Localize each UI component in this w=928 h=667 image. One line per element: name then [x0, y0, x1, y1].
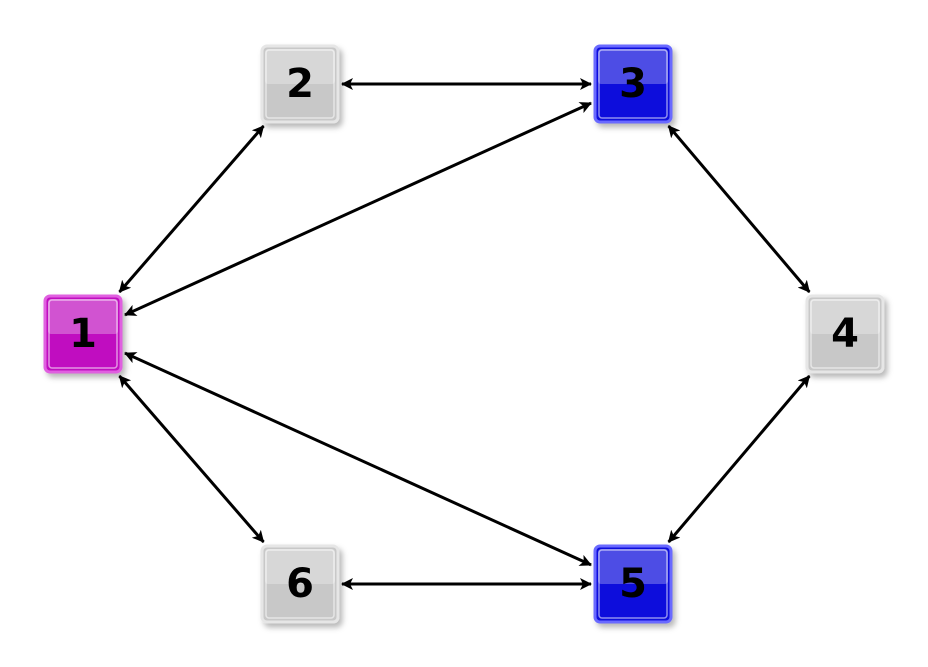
node-6: 6	[260, 544, 340, 624]
edge-3-4	[667, 125, 811, 293]
node-6-gloss	[265, 549, 335, 584]
node-4-gloss	[810, 299, 880, 334]
edge-1-2	[118, 125, 265, 293]
node-4-label: 4	[831, 311, 859, 357]
node-3-label: 3	[619, 61, 647, 107]
edges-layer	[118, 78, 811, 590]
nodes-layer: 1 2 3 4 5 6	[43, 44, 885, 624]
node-5: 5	[593, 544, 673, 624]
edge-4-5	[667, 375, 811, 543]
node-2: 2	[260, 44, 340, 124]
node-1-gloss	[48, 299, 118, 334]
node-5-label: 5	[619, 561, 647, 607]
node-4: 4	[805, 294, 885, 374]
edge-1-5	[124, 351, 592, 567]
node-3: 3	[593, 44, 673, 124]
node-3-gloss	[598, 49, 668, 84]
edge-1-3	[124, 101, 592, 317]
node-6-label: 6	[286, 561, 314, 607]
node-2-gloss	[265, 49, 335, 84]
node-5-gloss	[598, 549, 668, 584]
node-1-label: 1	[69, 311, 97, 357]
node-2-label: 2	[286, 61, 314, 107]
edge-6-1	[118, 375, 265, 543]
node-1: 1	[43, 294, 123, 374]
